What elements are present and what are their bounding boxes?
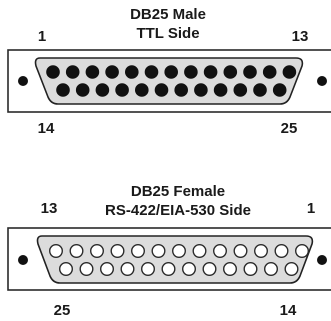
female-pin-top-11	[253, 243, 268, 258]
female-pin-bottom-8	[202, 262, 217, 277]
male-pin-top-10	[223, 65, 238, 79]
male-pin-top-9	[203, 65, 218, 79]
female-pin-top-3	[89, 243, 104, 258]
female-pin-bottom-10	[243, 262, 258, 277]
male-pin-bottom-5	[135, 83, 149, 97]
female-pin-top-9	[212, 243, 227, 258]
male-pin-top-1	[46, 65, 60, 79]
female-pin-top-12	[274, 243, 289, 258]
female-pin-bottom-3	[99, 262, 114, 277]
female-pin-top-8	[192, 243, 207, 258]
female-pin-top-2	[69, 243, 84, 258]
male-pin-top-5	[125, 65, 139, 79]
female-pin-bottom-6	[161, 262, 176, 277]
male-pin-bottom-2	[75, 83, 90, 97]
male-pin-bottom-8	[194, 83, 208, 97]
male-pin-top-4	[105, 65, 119, 79]
male-pin-bottom-4	[115, 83, 129, 97]
female-pin-top-10	[233, 243, 248, 258]
male-mounting-hole-left	[18, 76, 28, 86]
male-d-shell	[34, 57, 304, 105]
db25-female-connector: DB25 Female RS-422/EIA-530 Side 13 1 25 …	[7, 183, 331, 319]
male-pin-bottom-3	[95, 83, 110, 97]
female-pin-bottom-12	[284, 262, 299, 277]
female-pin-label-top-left: 13	[41, 200, 58, 217]
male-pin-top-3	[85, 65, 100, 79]
male-pin-top-2	[65, 65, 80, 79]
female-pin-bottom-11	[264, 262, 279, 277]
female-pin-top-5	[130, 243, 145, 258]
male-pin-label-bottom-left: 14	[38, 120, 55, 137]
male-pin-top-11	[243, 65, 257, 79]
female-title-line2: RS-422/EIA-530 Side	[105, 202, 251, 219]
female-pin-bottom-5	[140, 262, 155, 277]
male-pin-top-13	[282, 65, 297, 79]
male-pin-label-top-left: 1	[38, 28, 46, 45]
male-pin-bottom-11	[253, 83, 267, 97]
female-pin-top-1	[49, 243, 64, 258]
female-pin-label-bottom-right: 14	[280, 302, 297, 319]
female-pin-bottom-4	[120, 262, 135, 277]
female-mounting-hole-right	[317, 255, 327, 265]
male-pin-label-bottom-right: 25	[281, 120, 298, 137]
db25-male-connector: DB25 Male TTL Side 1 13 14 25	[7, 6, 331, 137]
female-pin-label-top-right: 1	[307, 200, 315, 217]
female-pin-bottom-2	[79, 262, 94, 277]
female-title-line1: DB25 Female	[131, 183, 225, 200]
female-pin-label-bottom-left: 25	[54, 302, 71, 319]
male-title-line1: DB25 Male	[130, 6, 206, 23]
male-pin-top-12	[262, 65, 277, 79]
male-pin-top-6	[144, 65, 159, 79]
female-pin-bottom-1	[59, 262, 74, 277]
female-pin-field	[49, 243, 310, 277]
male-mounting-hole-right	[317, 76, 327, 86]
female-mounting-hole-left	[18, 255, 28, 265]
male-pin-top-8	[184, 65, 198, 79]
female-pin-bottom-7	[181, 262, 196, 277]
male-pin-bottom-6	[154, 83, 169, 97]
male-pin-bottom-1	[56, 83, 70, 97]
female-pin-top-6	[151, 243, 166, 258]
male-pin-bottom-10	[233, 83, 248, 97]
male-title-line2: TTL Side	[136, 25, 199, 42]
male-pin-top-7	[164, 65, 178, 79]
male-pin-field	[46, 65, 297, 97]
male-pin-label-top-right: 13	[292, 28, 309, 45]
male-pin-bottom-9	[213, 83, 228, 97]
female-pin-top-13	[295, 243, 310, 258]
female-pin-top-4	[110, 243, 125, 258]
male-pin-bottom-12	[272, 83, 287, 97]
female-pin-top-7	[171, 243, 186, 258]
female-pin-bottom-9	[222, 262, 237, 277]
male-pin-bottom-7	[174, 83, 188, 97]
